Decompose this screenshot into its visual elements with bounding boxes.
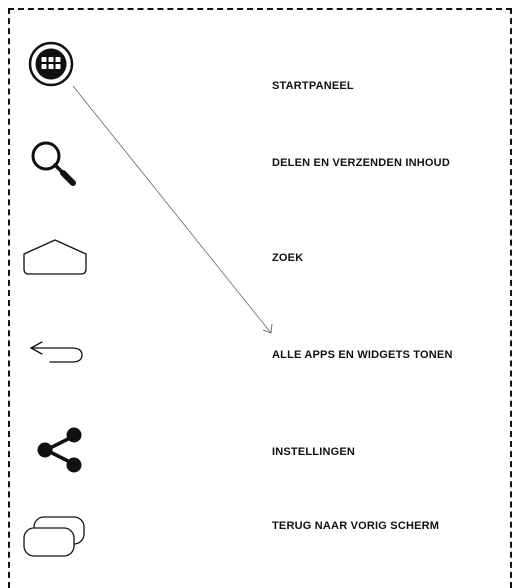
dashed-frame (8, 8, 512, 588)
label-alle-apps-widgets: ALLE APPS EN WIDGETS TONEN (272, 349, 453, 361)
label-terug-naar-vorig: TERUG NAAR VORIG SCHERM (272, 520, 440, 532)
label-startpaneel: STARTPANEEL (272, 80, 354, 92)
label-delen-en-verzenden: DELEN EN VERZENDEN INHOUD (272, 157, 450, 169)
label-zoek: ZOEK (272, 252, 304, 264)
label-instellingen: INSTELLINGEN (272, 446, 356, 458)
apps-grid-icon (27, 40, 75, 88)
back-arrow-icon (26, 334, 88, 368)
recent-apps-icon (22, 514, 88, 560)
share-icon (33, 424, 85, 476)
home-icon (22, 238, 88, 278)
search-icon (28, 138, 80, 190)
